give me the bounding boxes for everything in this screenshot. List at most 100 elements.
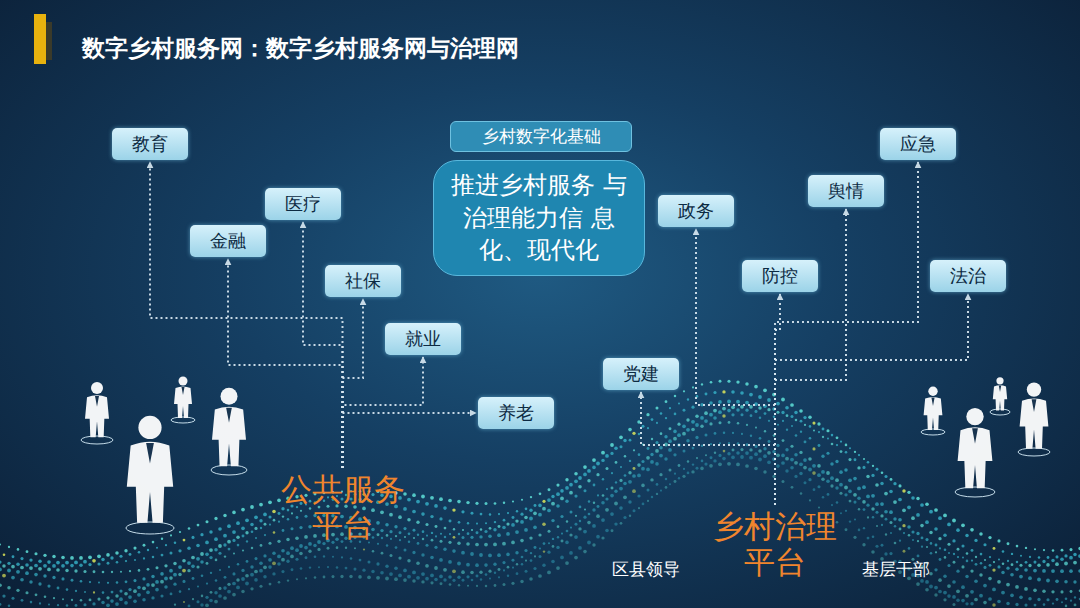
wave-dot (840, 512, 842, 514)
dotted-connector (641, 392, 775, 505)
wave-dot (1051, 559, 1054, 562)
wave-dot (272, 551, 275, 554)
wave-dot (551, 519, 554, 522)
wave-dot (650, 460, 654, 464)
wave-dot (916, 582, 920, 586)
wave-dot (83, 570, 86, 573)
wave-dot (192, 577, 195, 580)
wave-dot (56, 561, 60, 565)
wave-dot (858, 508, 861, 511)
wave-dot (1070, 590, 1073, 593)
wave-dot (259, 519, 262, 522)
wave-dot (781, 454, 785, 458)
wave-dot (377, 533, 380, 536)
wave-dot (561, 533, 563, 535)
wave-dot (251, 530, 254, 533)
wave-dot (425, 577, 429, 581)
wave-dot (727, 462, 731, 466)
wave-dot (38, 582, 41, 585)
wave-dot (534, 546, 537, 549)
wave-dot (894, 542, 897, 545)
wave-dot (840, 440, 842, 442)
wave-dot (854, 451, 856, 453)
wave-dot (448, 541, 451, 544)
wave-dot (462, 529, 464, 531)
wave-dot (399, 539, 401, 541)
wave-dot (538, 513, 542, 517)
wave-dot (502, 561, 505, 564)
wave-dot (408, 532, 411, 535)
node-text: 养老 (498, 401, 534, 425)
wave-dot (498, 525, 501, 528)
wave-dot (125, 580, 128, 583)
wave-dot (223, 514, 226, 517)
wave-dot (565, 541, 569, 545)
wave-dot (758, 406, 761, 409)
wave-dot (183, 539, 186, 542)
wave-dot (583, 530, 587, 534)
wave-dot (821, 470, 825, 474)
wave-dot (503, 519, 506, 522)
wave-dot (407, 518, 411, 522)
wave-dot (557, 525, 560, 528)
wave-dot (236, 521, 240, 525)
wave-dot (839, 492, 842, 495)
wave-dot (727, 452, 730, 455)
wave-dot (389, 513, 393, 517)
wave-dot (791, 425, 793, 427)
wave-dot (430, 581, 433, 584)
wave-dot (965, 534, 969, 538)
wave-dot (345, 547, 347, 549)
wave-dot (466, 575, 469, 578)
wave-dot (457, 562, 461, 566)
wave-dot (551, 495, 554, 498)
wave-dot (853, 493, 857, 497)
wave-dot (426, 535, 428, 537)
wave-dot (953, 561, 956, 564)
wave-dot (920, 579, 924, 583)
wave-dot (921, 546, 923, 548)
wave-dot (570, 527, 572, 529)
wave-dot (741, 433, 743, 435)
wave-dot (263, 565, 267, 569)
wave-dot (605, 508, 609, 512)
node-text: 就业 (405, 327, 441, 351)
wave-dot (250, 565, 253, 568)
wave-dot (647, 427, 649, 429)
wave-dot (929, 585, 933, 589)
wave-dot (903, 550, 906, 553)
wave-dot (160, 572, 164, 576)
service-box: 社保 (325, 265, 401, 297)
wave-dot (281, 570, 284, 573)
wave-dot (3, 554, 6, 557)
wave-dot (620, 466, 622, 468)
wave-dot (785, 448, 788, 451)
wave-dot (407, 498, 411, 502)
wave-dot (273, 531, 276, 534)
wave-dot (713, 391, 716, 394)
wave-dot (83, 603, 86, 606)
wave-dot (650, 478, 653, 481)
wave-dot (736, 408, 739, 411)
node-text: 教育 (132, 132, 168, 156)
wave-dot (552, 538, 554, 540)
wave-dot (367, 575, 371, 579)
wave-dot (763, 447, 766, 450)
wave-dot (930, 552, 933, 555)
wave-dot (155, 588, 159, 592)
wave-dot (817, 473, 821, 477)
wave-dot (93, 570, 96, 573)
wave-dot (808, 457, 812, 461)
wave-dot (835, 486, 838, 489)
wave-dot (970, 528, 974, 532)
wave-dot (25, 563, 29, 567)
wave-dot (416, 500, 420, 504)
wave-dot (845, 528, 848, 531)
wave-dot (794, 475, 797, 478)
wave-dot (182, 569, 186, 573)
wave-dot (66, 604, 69, 607)
wave-dot (439, 575, 443, 579)
wave-dot (786, 429, 788, 431)
wave-dot (754, 385, 758, 389)
wave-dot (997, 539, 1000, 542)
